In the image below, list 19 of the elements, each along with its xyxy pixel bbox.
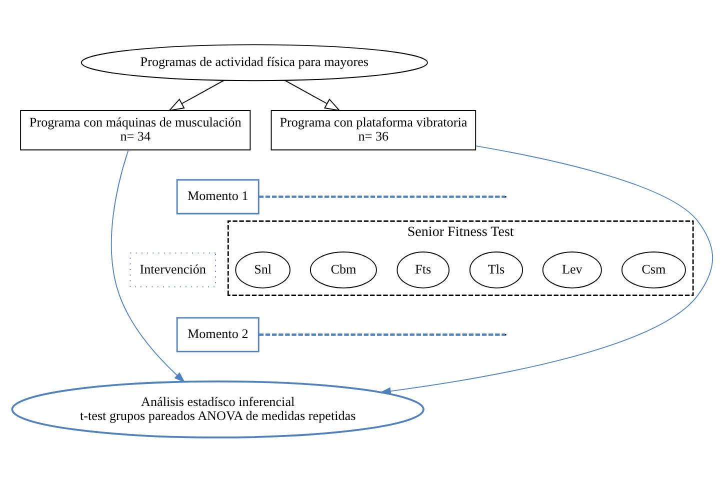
node-ellipse: Lev [542, 251, 602, 288]
arrow [168, 79, 225, 111]
node-box: Momento 2 [176, 316, 260, 352]
arrow [380, 144, 714, 395]
node-box: Programa con plataforma vibratoria n= 36 [270, 110, 476, 150]
node-ellipse: Cbm [310, 251, 377, 288]
connector [258, 333, 506, 336]
node-box: Intervención [130, 252, 216, 287]
node-ellipse: Snl [235, 251, 290, 288]
node-box: Programa con máquinas de musculación n= 34 [20, 110, 251, 150]
node-ellipse: Csm [621, 251, 686, 288]
node-ellipse: Programas de actividad física para mayores [80, 44, 428, 81]
arrow [110, 149, 186, 382]
connector [258, 195, 506, 198]
node-ellipse: Análisis estadísco inferencial t-test grupos pareados ANOVA de medidas repetidas [11, 380, 424, 438]
node-box: Momento 1 [176, 178, 260, 214]
node-ellipse: Fts [396, 251, 450, 288]
arrow [284, 79, 341, 111]
node-ellipse: Tls [469, 251, 523, 288]
